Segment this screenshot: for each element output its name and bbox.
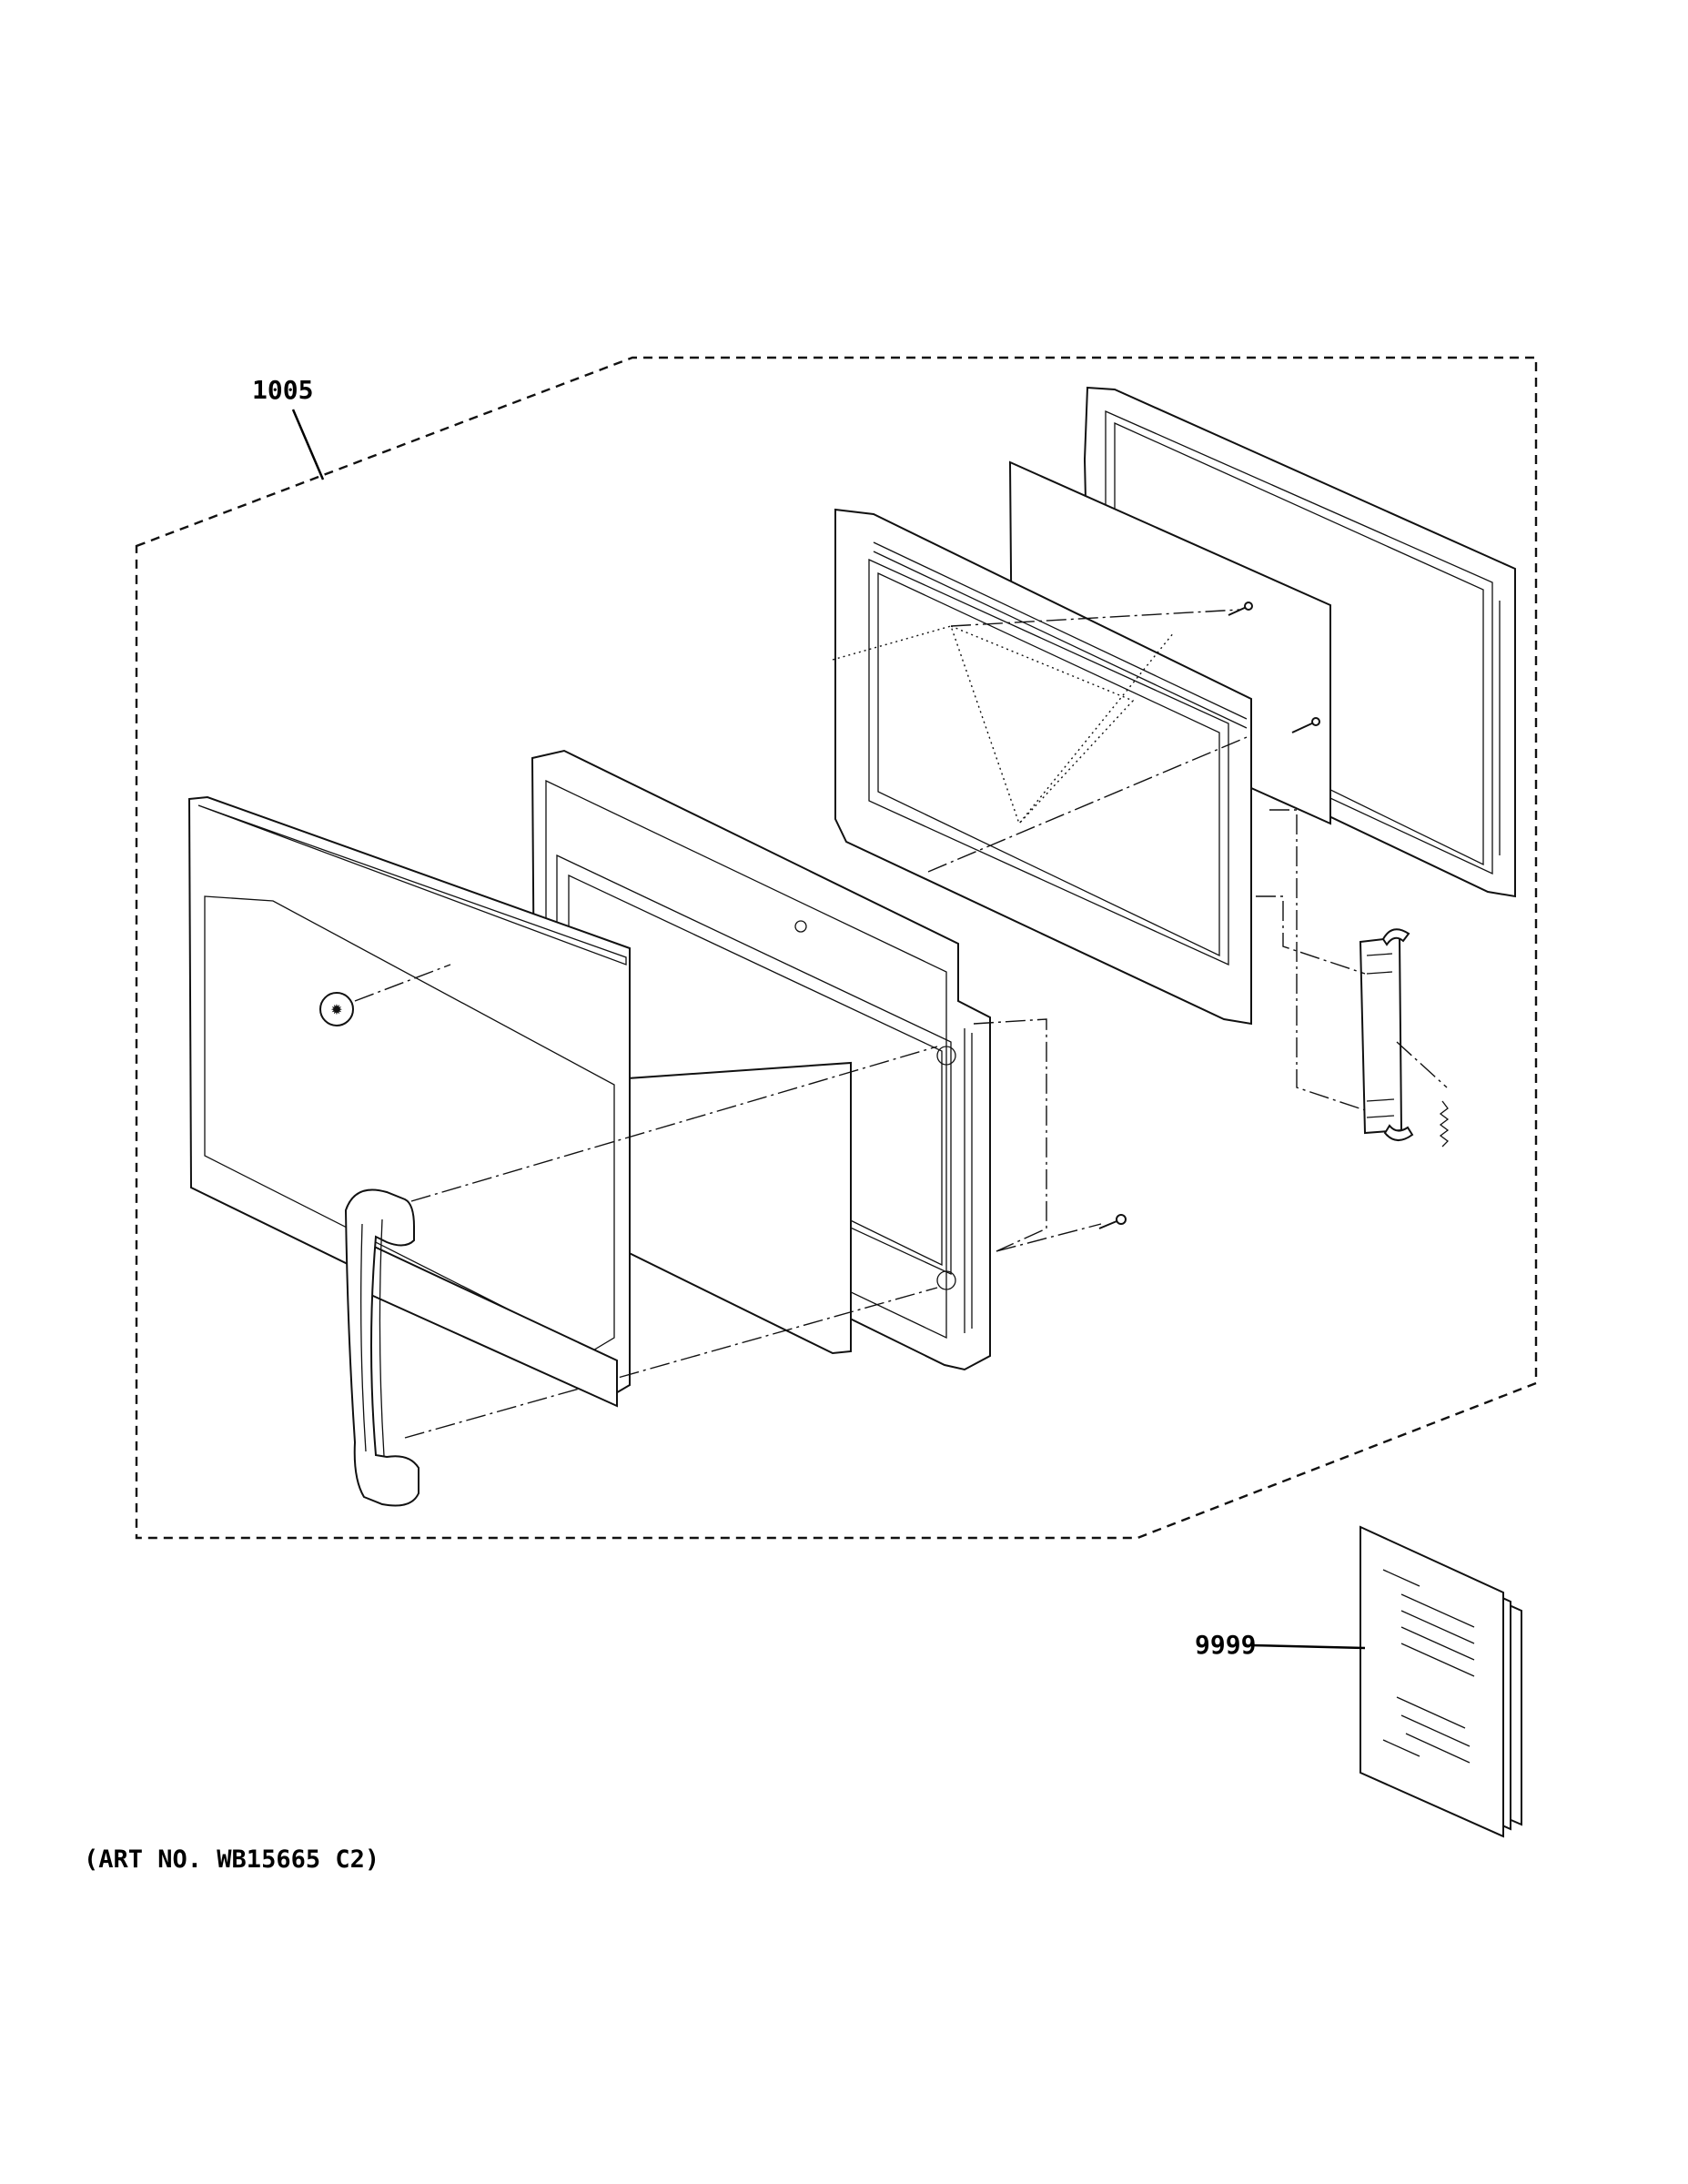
inner-door-panel: [832, 508, 1252, 1026]
screw-bottom: [1098, 1214, 1127, 1229]
callout-1005-label: 1005: [252, 375, 313, 405]
callout-9999-label: 9999: [1195, 1630, 1256, 1660]
assembly-1005-boundary: [135, 356, 1538, 1540]
owners-manual: [1359, 1525, 1522, 1838]
callout-9999-leader: [1250, 1643, 1366, 1650]
callout-1005-leader: [291, 409, 325, 480]
art-number-caption: (ART NO. WB15665 C2): [84, 1845, 380, 1874]
screw-side: [1291, 717, 1320, 733]
svg-text:✹: ✹: [330, 1001, 342, 1018]
screw-top: [1228, 602, 1253, 616]
door-latch-assembly: [1256, 809, 1450, 1148]
front-door-panel: ✹: [187, 795, 1102, 1439]
ge-logo-badge: [319, 992, 354, 1026]
door-handle: [344, 1188, 419, 1507]
